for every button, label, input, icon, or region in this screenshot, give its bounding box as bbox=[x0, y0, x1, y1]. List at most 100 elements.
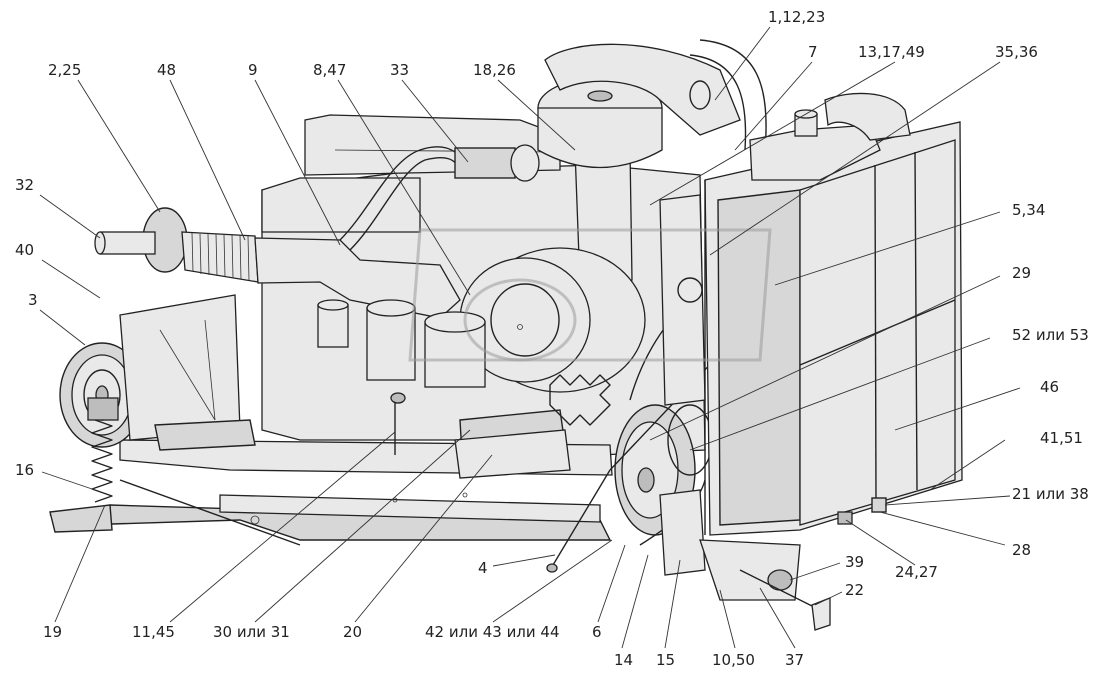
curved-tube-outer bbox=[349, 157, 461, 251]
label-4: 4 bbox=[478, 559, 488, 577]
leader-8-47 bbox=[337, 79, 471, 296]
label-48: 48 bbox=[157, 61, 176, 79]
watermark bbox=[408, 228, 772, 362]
label-35-36: 35,36 bbox=[995, 43, 1038, 61]
air-filter-body bbox=[537, 107, 663, 169]
turbo-pipe bbox=[99, 231, 156, 255]
spring-foot bbox=[49, 504, 113, 533]
leader-24-27 bbox=[845, 519, 916, 566]
engine-drawing bbox=[49, 39, 963, 631]
label-30-31: 30 или 31 bbox=[213, 623, 290, 641]
air-pipe-loop bbox=[699, 39, 767, 151]
label-20: 20 bbox=[343, 623, 362, 641]
hose-ribs bbox=[191, 232, 250, 281]
leader-46 bbox=[894, 387, 1021, 431]
leader-30-31 bbox=[254, 429, 471, 623]
leader-16 bbox=[41, 471, 96, 491]
leader-29 bbox=[649, 275, 1001, 441]
label-40: 40 bbox=[15, 241, 34, 259]
label-39: 39 bbox=[845, 553, 864, 571]
leader-39 bbox=[789, 562, 841, 581]
label-8-47: 8,47 bbox=[313, 61, 346, 79]
pipe-clamp bbox=[689, 80, 711, 110]
leader-28 bbox=[879, 511, 1006, 546]
label-5-34: 5,34 bbox=[1012, 201, 1045, 219]
label-46: 46 bbox=[1040, 378, 1059, 396]
label-19: 19 bbox=[43, 623, 62, 641]
corrugated-hose bbox=[181, 231, 259, 283]
radiator-divider bbox=[874, 164, 877, 501]
leader-3 bbox=[39, 309, 86, 346]
leader-40 bbox=[41, 259, 101, 299]
label-14: 14 bbox=[614, 651, 633, 669]
leader-20 bbox=[354, 454, 493, 623]
water-pump-pulley-hub bbox=[637, 467, 655, 493]
belt-shroud bbox=[659, 489, 706, 576]
label-24-27: 24,27 bbox=[895, 563, 938, 581]
watermark-frame bbox=[408, 228, 772, 362]
leader-9 bbox=[254, 79, 341, 246]
label-37: 37 bbox=[785, 651, 804, 669]
leader-4 bbox=[492, 554, 556, 567]
leader-48 bbox=[169, 79, 246, 241]
oil-filter-2 bbox=[424, 321, 486, 388]
fuel-filter-top bbox=[317, 299, 349, 311]
lower-drain-rod bbox=[739, 569, 821, 611]
leader-14 bbox=[621, 554, 649, 649]
radiator-divider bbox=[914, 151, 918, 491]
watermark-o bbox=[463, 278, 577, 362]
leader-21-38 bbox=[884, 495, 1011, 506]
label-41-51: 41,51 bbox=[1040, 429, 1083, 447]
leader-13-17-49 bbox=[649, 61, 896, 206]
frame-diagonal-strut bbox=[119, 479, 301, 546]
tension-rod bbox=[549, 469, 611, 571]
label-9: 9 bbox=[248, 61, 258, 79]
callout-labels: 1,12,23 7 13,17,49 35,36 2,25 48 9 8,47 … bbox=[15, 8, 1089, 669]
leader-42-43-44 bbox=[492, 539, 613, 623]
label-10-50: 10,50 bbox=[712, 651, 755, 669]
leader-2-25 bbox=[77, 79, 161, 213]
leader-18-26 bbox=[497, 79, 576, 151]
leader-5-34 bbox=[774, 211, 1001, 286]
left-mount-rib bbox=[159, 329, 216, 421]
leader-15 bbox=[664, 559, 681, 649]
rod-end bbox=[546, 563, 558, 573]
leader-35-36 bbox=[709, 61, 1001, 256]
leader-10-50 bbox=[719, 589, 736, 649]
leader-7 bbox=[734, 61, 813, 151]
frame-hole bbox=[250, 515, 260, 525]
leader-52-53 bbox=[689, 337, 991, 451]
leader-6 bbox=[597, 544, 626, 623]
air-pipe-top bbox=[544, 43, 741, 136]
label-13-17-49: 13,17,49 bbox=[858, 43, 925, 61]
oil-filter-1-top bbox=[366, 299, 416, 317]
lower-pump-nozzle bbox=[767, 569, 793, 591]
leader-22 bbox=[814, 591, 843, 606]
fan-center bbox=[677, 277, 703, 303]
leader-1-12-23 bbox=[714, 26, 771, 101]
label-42-43-44: 42 или 43 или 44 bbox=[425, 623, 560, 641]
label-3: 3 bbox=[28, 291, 38, 309]
leader-19 bbox=[54, 504, 106, 623]
drain-cap bbox=[390, 392, 406, 404]
label-21-38: 21 или 38 bbox=[1012, 485, 1089, 503]
engine-upper-box bbox=[261, 177, 421, 233]
leader-37 bbox=[759, 587, 796, 649]
air-cleaner-bolt bbox=[517, 324, 523, 330]
leader-41-51 bbox=[929, 439, 1006, 491]
air-filter-knob bbox=[587, 90, 613, 102]
label-29: 29 bbox=[1012, 264, 1031, 282]
leader-lines bbox=[39, 26, 1021, 649]
label-16: 16 bbox=[15, 461, 34, 479]
label-2-25: 2,25 bbox=[48, 61, 81, 79]
oil-filter-1 bbox=[366, 307, 416, 381]
spring-bracket bbox=[87, 397, 119, 421]
label-11-45: 11,45 bbox=[132, 623, 175, 641]
air-cleaner-lid bbox=[490, 283, 560, 357]
left-mount-bracket bbox=[119, 294, 241, 441]
tube-coupling bbox=[454, 147, 516, 179]
flywheel-gear bbox=[549, 374, 611, 426]
left-mount-rib bbox=[204, 319, 216, 421]
leader-33 bbox=[401, 79, 469, 163]
